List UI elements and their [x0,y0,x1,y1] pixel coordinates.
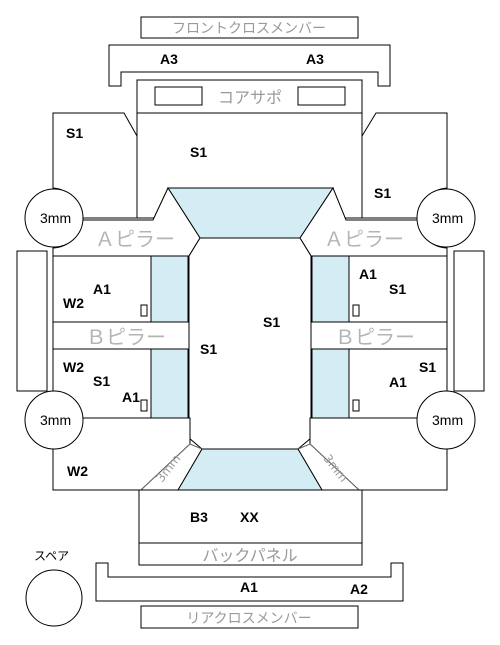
code-rear-bumper-a1: A1 [240,579,258,595]
b-pillar-right [309,321,448,350]
front-bumper-code-left: A3 [160,51,178,67]
a-pillar-right-label: Ａピラー [324,227,404,251]
code-roof-left: S1 [200,341,217,357]
window-front-right [311,255,350,323]
code-door-rear-left-w2: W2 [63,359,84,375]
b-pillar-left [52,321,191,350]
front-bumper-code-right: A3 [306,51,324,67]
code-trunk-xx: XX [240,509,259,525]
wheel-rear-right [416,390,476,450]
code-front-fender-right: S1 [374,185,391,201]
a-pillar-left-label: Ａピラー [95,227,175,251]
spare-label: スペア [34,549,69,563]
door-handle-rear-right [352,399,360,412]
code-door-rear-right-s1: S1 [419,359,436,375]
headlight-left [154,86,203,106]
core-support-label: コアサポ [218,88,282,107]
front-cross-member-label: フロントクロスメンバー [172,21,326,37]
wheel-rear-right-label: 3mm [432,412,463,428]
spare-tire [25,569,83,627]
window-rear-right [311,348,350,419]
code-front-fender-left: S1 [66,125,83,141]
wheel-front-right [416,188,476,248]
rear-cross-member-label: リアクロスメンバー [186,611,311,627]
front-bumper [108,44,391,87]
trunk-lid [138,489,363,544]
code-door-front-right-s1: S1 [389,281,406,297]
code-hood: S1 [190,144,207,160]
code-door-front-left-w2: W2 [63,295,84,311]
rear-cross-member-box [140,605,359,629]
b-pillar-right-label: Ｂピラー [335,325,415,349]
headlight-right [297,86,346,106]
wheel-front-left-label: 3mm [40,210,71,226]
side-step-left [16,250,48,392]
side-step-right [453,250,485,392]
door-handle-rear-left [140,399,148,412]
code-trunk-b3: B3 [190,509,208,525]
code-rear-bumper-a2: A2 [350,581,368,597]
window-front-left [150,255,189,323]
door-handle-front-right [352,304,360,317]
rear-bumper [95,562,404,602]
wheel-rear-left-label: 3mm [40,412,71,428]
back-panel [138,542,363,566]
rear-window [177,448,323,491]
code-door-front-right-a1: A1 [359,266,377,282]
code-door-rear-left-a1: A1 [122,389,140,405]
wheel-front-left [24,188,84,248]
code-door-rear-right-a1: A1 [389,374,407,390]
door-handle-front-left [140,304,148,317]
code-roof-right: S1 [263,314,280,330]
wheel-front-right-label: 3mm [432,210,463,226]
back-panel-label: バックパネル [202,546,297,565]
b-pillar-left-label: Ｂピラー [86,325,166,349]
wheel-rear-left [24,390,84,450]
code-door-rear-left-s1: S1 [93,373,110,389]
window-rear-left [150,348,189,419]
code-door-front-left-a1: A1 [93,281,111,297]
code-rear-quarter-left: W2 [67,463,88,479]
front-cross-member-box [140,16,359,39]
